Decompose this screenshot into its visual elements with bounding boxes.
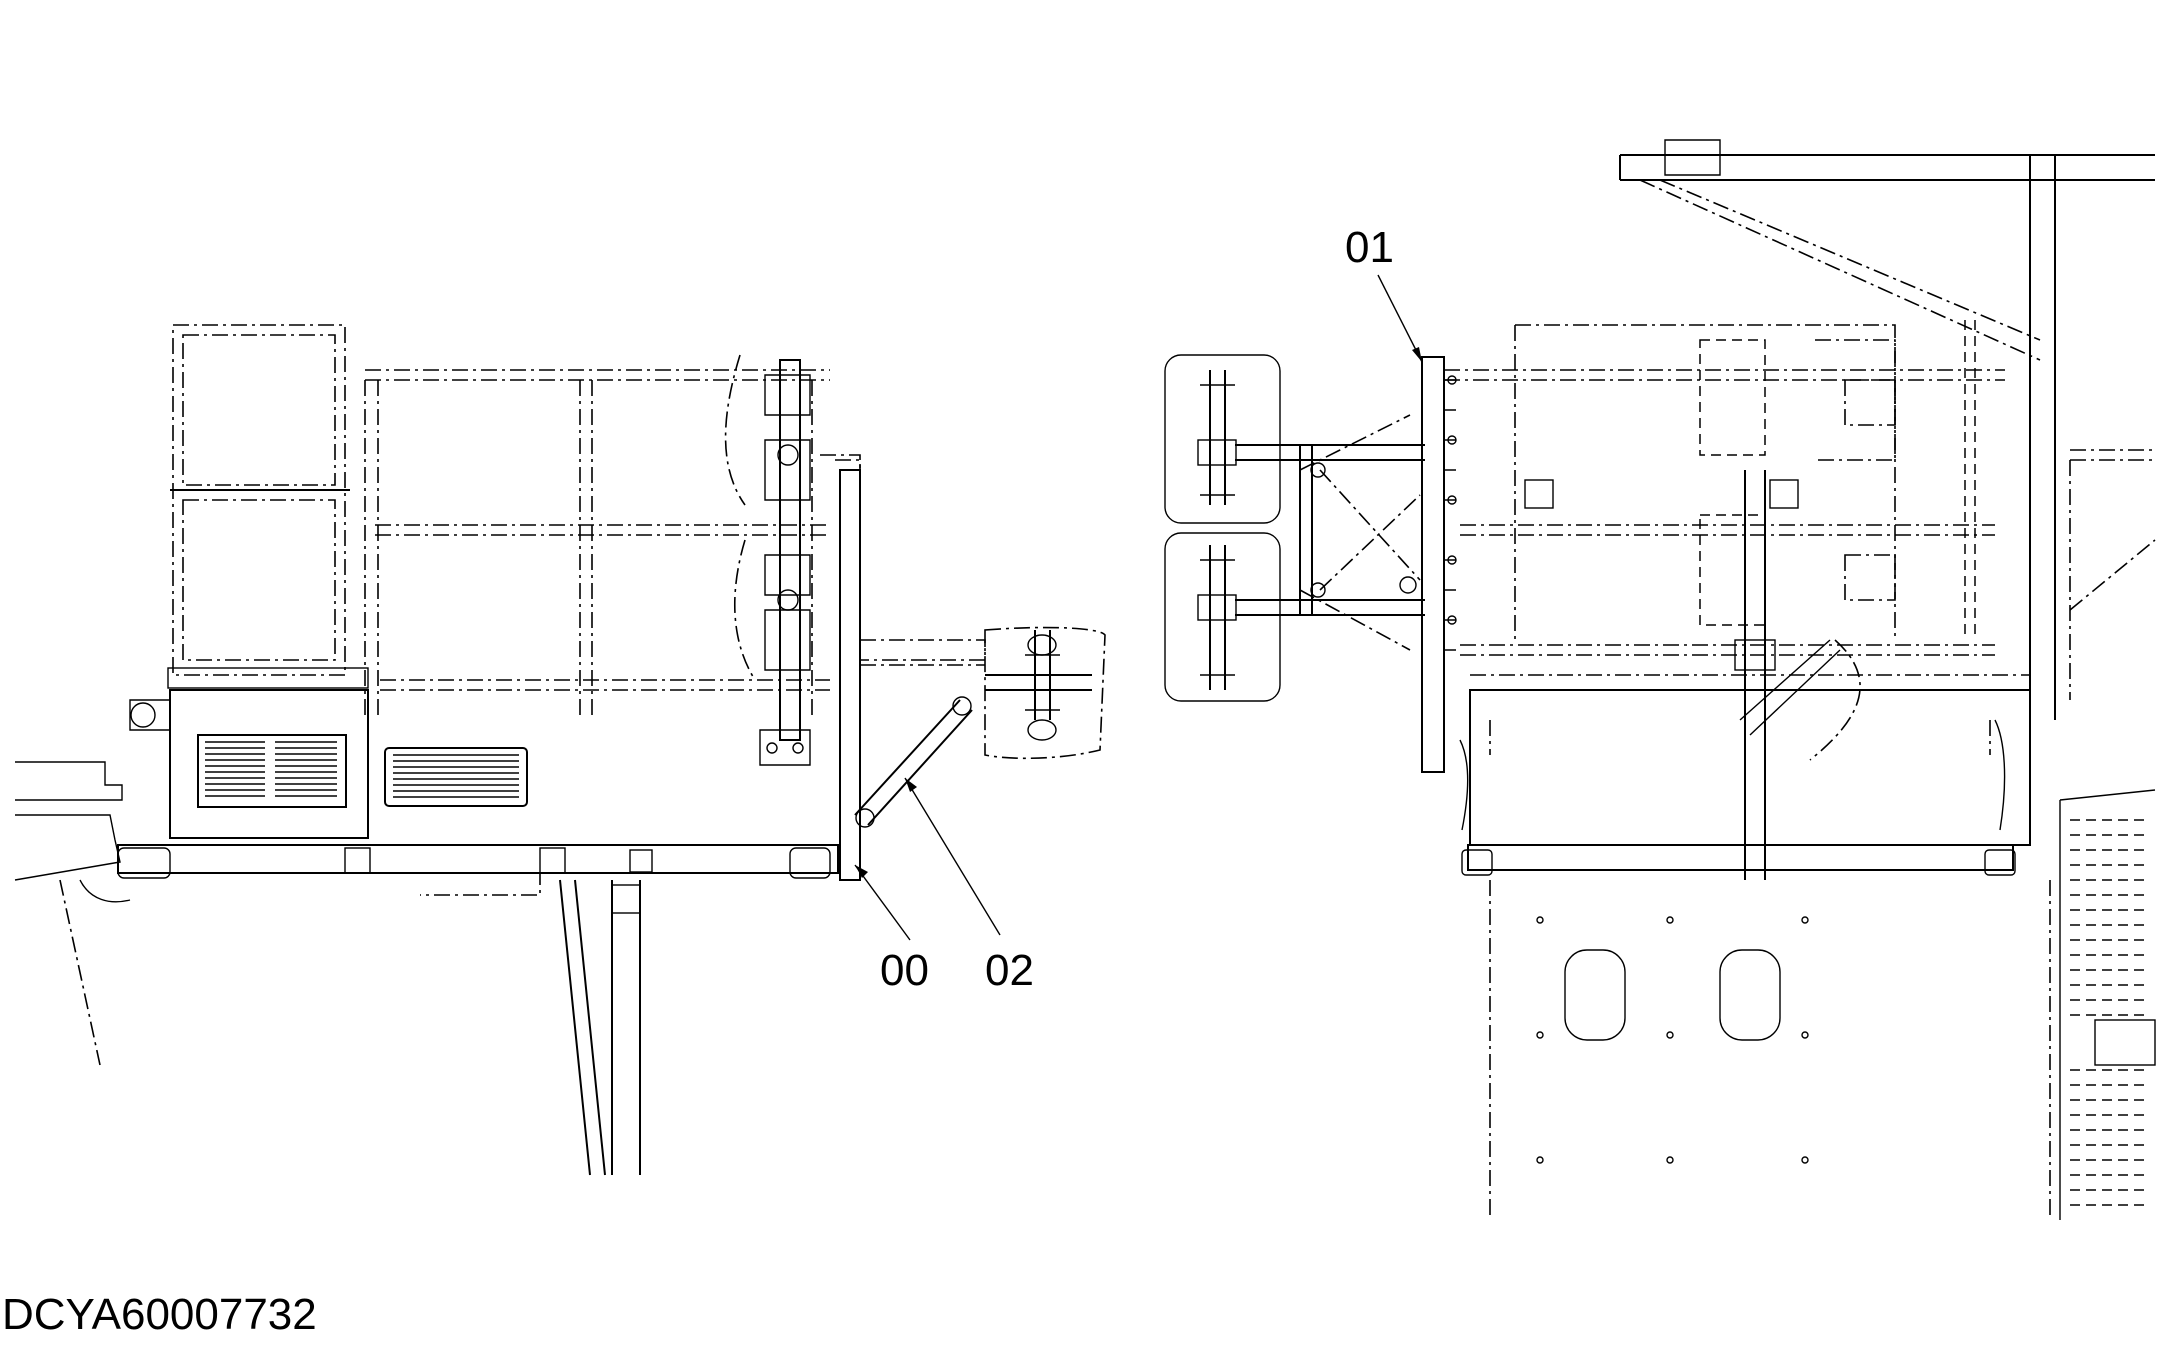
left-assembly [14,324,1106,1176]
left-swing-frame [835,459,986,881]
svg-text:02: 02 [985,946,1034,995]
left-diagonal-brace [854,696,973,828]
right-platform [1459,674,2031,876]
left-mirror-assembly [984,626,1106,760]
right-assembly [1164,139,2156,1220]
right-vertical-bracket [1421,356,1457,773]
left-cooler-frame [167,324,369,689]
right-top-frame [1619,139,2155,720]
left-support-legs [559,879,641,1176]
left-engine-cover [129,689,528,839]
right-perforated-grille [2059,449,2156,1220]
left-hinge-column [759,359,811,766]
right-handrail [1444,324,2005,880]
right-arm-structure [1235,414,1425,651]
callout-00: 00 [854,864,929,995]
callout-02: 02 [904,777,1034,995]
svg-text:01: 01 [1345,223,1394,272]
right-lower-chassis [1489,880,2051,1220]
callout-01: 01 [1345,223,1423,363]
left-floor-beam [117,844,839,896]
left-machine-body [14,761,131,1066]
right-mirror-heads [1164,354,1281,702]
svg-text:00: 00 [880,946,929,995]
drawing-id-label: DCYA60007732 [2,1290,317,1339]
left-handrail [364,354,861,760]
